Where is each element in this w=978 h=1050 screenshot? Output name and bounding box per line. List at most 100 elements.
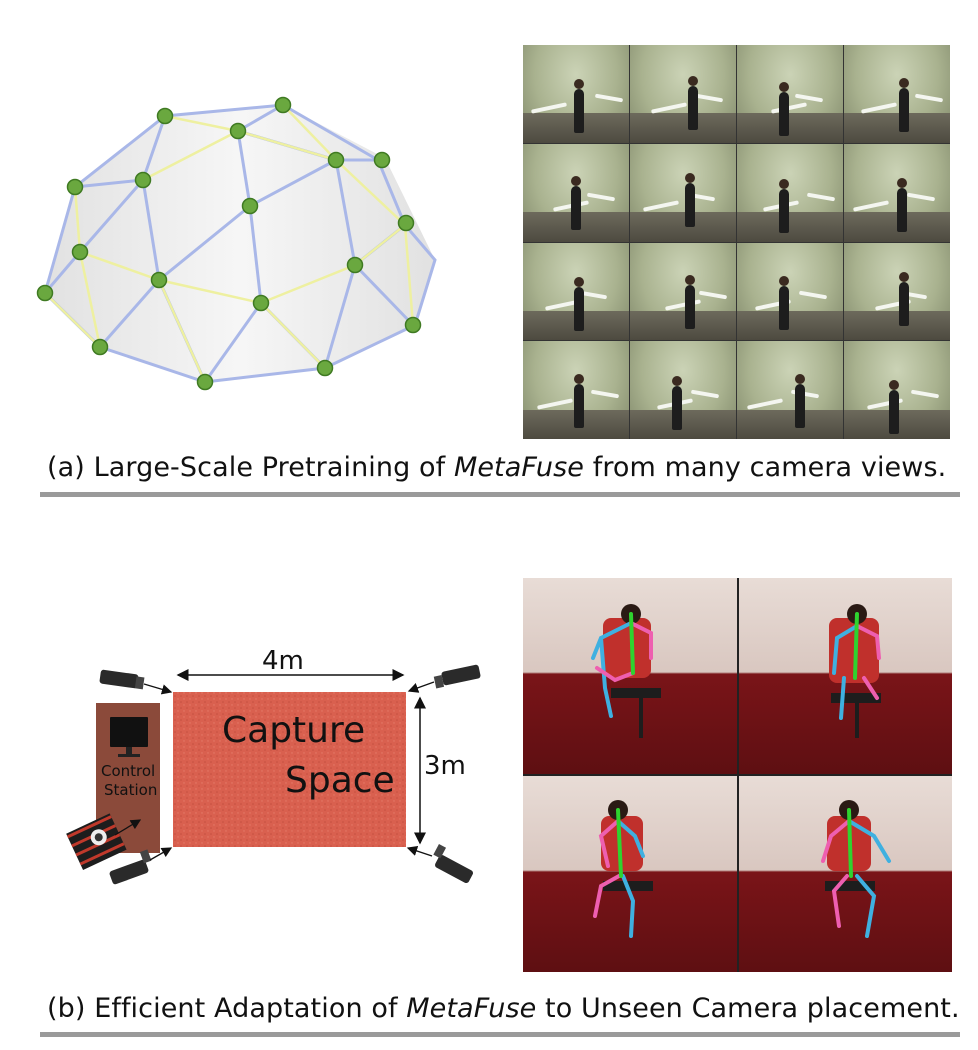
light-strip [536, 398, 574, 410]
person-head [888, 380, 899, 391]
person-head [899, 271, 910, 282]
person-body [899, 88, 910, 133]
camera-view-cell [737, 242, 843, 341]
camera-view-cell [630, 143, 736, 242]
caption-b: (b) Efficient Adaptation of MetaFuse to … [47, 993, 960, 1024]
light-strip [590, 389, 620, 399]
pose-view [738, 578, 952, 774]
person-head [779, 178, 790, 189]
caption-a: (a) Large-Scale Pretraining of MetaFuse … [47, 452, 947, 483]
camera-view-cell [523, 341, 629, 439]
light-strip [746, 398, 784, 410]
light-strip [806, 192, 836, 201]
light-strip [530, 101, 568, 114]
camera-node [274, 96, 292, 114]
camera-node [196, 373, 214, 391]
camera-view-cell [737, 45, 843, 143]
camera-node [373, 151, 391, 169]
person-head [685, 173, 696, 184]
caption-a-rule [40, 492, 960, 497]
person-body [899, 281, 910, 326]
camera-view-cell [844, 143, 950, 242]
person-body [779, 188, 790, 233]
person-head [899, 78, 910, 89]
camera-icon [109, 849, 152, 885]
light-strip [910, 389, 940, 399]
camera-view-cell [630, 242, 736, 341]
person-body [888, 390, 899, 435]
person-body [672, 386, 683, 431]
capture-label-line2: Space [285, 760, 395, 801]
camera-node [134, 171, 152, 189]
light-strip [642, 200, 680, 213]
camera-node [150, 271, 168, 289]
floor [737, 310, 843, 341]
height-label: 3m [424, 751, 466, 781]
camera-icon [433, 664, 481, 689]
light-strip [852, 200, 890, 213]
person-body [573, 384, 584, 429]
light-strip [698, 290, 728, 300]
light-strip [798, 290, 828, 300]
person-head [897, 177, 907, 188]
floor [630, 310, 736, 341]
camera-view-cell [523, 242, 629, 341]
control-label-line2: Station [104, 781, 158, 799]
width-label: 4m [262, 646, 304, 676]
person-head [573, 374, 584, 385]
camera-cluster-icon [66, 813, 127, 870]
camera-node [156, 107, 174, 125]
floor [630, 113, 736, 143]
person-body [685, 183, 696, 228]
control-label-line1: Control [101, 762, 156, 780]
floor [737, 113, 843, 143]
camera-view-cell [844, 45, 950, 143]
floor [844, 113, 950, 143]
person-head [573, 79, 584, 90]
light-strip [794, 93, 824, 103]
camera-node [71, 243, 89, 261]
camera-icon [433, 844, 474, 884]
camera-node [404, 316, 422, 334]
person-body [779, 285, 790, 330]
light-strip [694, 93, 724, 103]
person-body [573, 89, 584, 134]
capture-space-schematic [66, 664, 481, 885]
camera-view-cell [737, 341, 843, 439]
pose-photo-grid [523, 578, 952, 972]
person-body [897, 187, 907, 232]
person-body [570, 186, 581, 230]
floor [737, 212, 843, 242]
camera-icon [99, 669, 145, 690]
camera-view-cell [523, 45, 629, 143]
multi-view-photo-grid [523, 45, 950, 439]
camera-node [241, 197, 259, 215]
person-head [573, 276, 584, 287]
caption-b-rule [40, 1032, 960, 1037]
floor [844, 310, 950, 341]
person-head [685, 274, 696, 285]
light-strip [690, 389, 720, 399]
person-head [779, 82, 790, 93]
camera-node [229, 122, 247, 140]
pose-view [523, 578, 737, 774]
person-head [688, 76, 699, 87]
capture-space [173, 692, 406, 847]
person-body [573, 286, 584, 331]
light-strip [594, 93, 624, 103]
camera-node [316, 359, 334, 377]
camera-view-cell [630, 45, 736, 143]
pose-view [523, 776, 737, 972]
light-strip [650, 101, 688, 114]
pose-view [738, 776, 952, 972]
person-body [685, 284, 696, 329]
camera-view-cell [523, 143, 629, 242]
floor [630, 409, 736, 439]
light-strip [860, 101, 898, 114]
camera-node [346, 256, 364, 274]
camera-node [66, 178, 84, 196]
floor [630, 212, 736, 242]
light-strip [586, 192, 616, 201]
camera-node [327, 151, 345, 169]
capture-label-line1: Capture [222, 710, 366, 751]
